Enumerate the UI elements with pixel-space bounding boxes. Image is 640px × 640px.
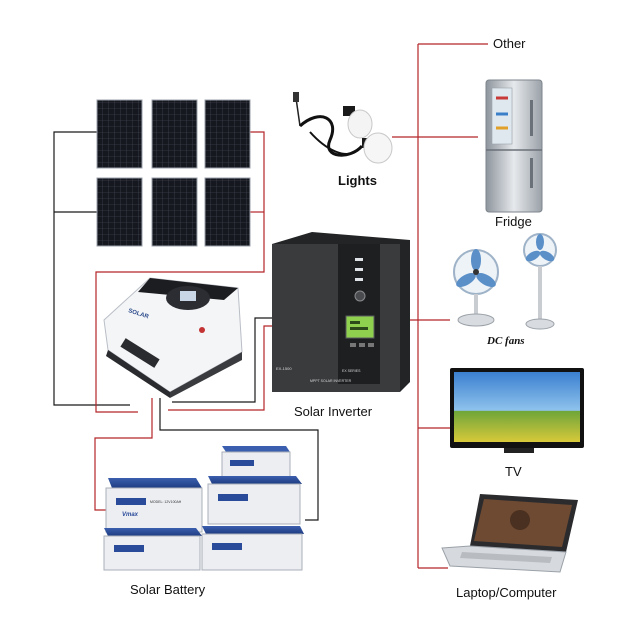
label-other: Other (493, 36, 526, 51)
label-fridge: Fridge (495, 214, 532, 229)
tv-icon (450, 368, 584, 453)
inverter-led (355, 278, 363, 281)
dc-fans-icon (453, 233, 557, 330)
label-laptop-computer: Laptop/Computer (456, 585, 557, 600)
battery (103, 535, 201, 571)
wiring (53, 43, 488, 569)
battery (105, 487, 203, 533)
battery-model: MODEL: 12V100AH (150, 500, 182, 504)
fridge-icon (485, 79, 543, 213)
label-tv: TV (505, 464, 522, 479)
label-solar-battery: Solar Battery (130, 582, 206, 597)
solar-inverter: EX-1500 EX SERIES MPPT SOLAR INVERTER (272, 232, 410, 392)
controller-button (199, 327, 205, 333)
inverter-button (354, 290, 366, 302)
solar-panel-array (96, 99, 251, 247)
solar-battery-bank: Vmax MODEL: 12V100AH (103, 446, 304, 571)
battery-brand: Vmax (122, 512, 139, 518)
inverter-led (355, 268, 363, 271)
solar-panel (204, 99, 251, 169)
inverter-subtitle: MPPT SOLAR INVERTER (310, 379, 352, 383)
battery (201, 533, 303, 571)
label-lights: Lights (338, 173, 377, 188)
ctrl-battery-red (94, 398, 153, 511)
ctrl-inverter-black (172, 317, 272, 403)
inverter-panel (338, 244, 380, 384)
panel-wire-black (53, 131, 130, 406)
inverter-series: EX SERIES (342, 369, 361, 373)
solar-panel (151, 99, 198, 169)
laptop-icon (441, 494, 578, 573)
inverter-model: EX-1500 (276, 366, 292, 371)
ctrl-inverter-red (168, 325, 272, 411)
solar-panel (96, 177, 143, 247)
ctrl-battery-black (159, 398, 319, 521)
light-bulbs-icon (293, 92, 393, 164)
panel-wire-red (95, 131, 265, 413)
label-solar-inverter: Solar Inverter (294, 404, 373, 419)
label-dc-fans: DC fans (487, 335, 525, 347)
solar-panel (151, 177, 198, 247)
solar-panel (204, 177, 251, 247)
inverter-led (355, 258, 363, 261)
solar-panel (96, 99, 143, 169)
battery (207, 483, 301, 525)
charge-controller: SOLAR (103, 277, 243, 398)
